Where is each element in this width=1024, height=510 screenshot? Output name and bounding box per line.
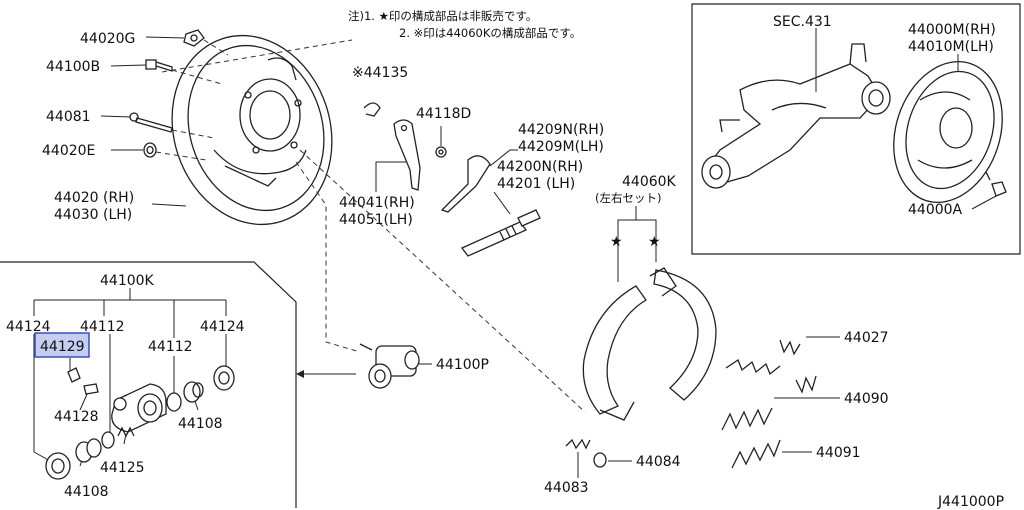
- arrow-head: [296, 370, 304, 378]
- cup-44112-left: [101, 431, 115, 449]
- boot-44124-left: [45, 452, 71, 480]
- spring-44083: [565, 438, 591, 450]
- backing-plate: [171, 34, 333, 226]
- label-44201-lh[interactable]: 44201 (LH): [497, 176, 575, 192]
- label-44020E[interactable]: 44020E: [42, 143, 95, 159]
- label-44209M-lh[interactable]: 44209M(LH): [518, 139, 604, 155]
- star-mark-right: ★: [648, 234, 661, 250]
- label-44020-rh[interactable]: 44020 (RH): [54, 190, 134, 206]
- spring-44125: [117, 426, 135, 438]
- piston-44108-left: [75, 438, 102, 463]
- label-44081[interactable]: 44081: [46, 109, 91, 125]
- note-line-1: 注)1. ★印の構成部品は非販売です。: [348, 9, 537, 23]
- spring-44027: [725, 339, 801, 376]
- leader-44060K: [617, 219, 657, 282]
- leader-44100B: [110, 64, 147, 67]
- inset-frame-axle: [691, 3, 1021, 255]
- spring-44090: [721, 375, 817, 431]
- label-44128[interactable]: 44128: [54, 409, 99, 425]
- part-44020G: [183, 29, 205, 47]
- diagram-id: J441000P: [937, 494, 1004, 510]
- label-44112-right[interactable]: 44112: [148, 339, 193, 355]
- label-44124-left[interactable]: 44124: [6, 319, 51, 335]
- leader-44000A: [971, 195, 997, 210]
- inset-frame-wheel-cylinder: [0, 261, 297, 508]
- highlight-44129[interactable]: [34, 332, 90, 358]
- label-44112-left[interactable]: 44112: [80, 319, 125, 335]
- leader-44020: [151, 203, 187, 207]
- part-44118D-washer: [435, 146, 447, 158]
- label-44051-lh[interactable]: 44051(LH): [339, 212, 413, 228]
- part-44081-pin: [129, 112, 173, 133]
- star-mark-left: ★: [610, 234, 623, 250]
- label-44118D[interactable]: 44118D: [416, 106, 471, 122]
- label-44083[interactable]: 44083: [544, 480, 589, 496]
- label-44010M-lh[interactable]: 44010M(LH): [908, 39, 994, 55]
- retainer-44084: [593, 452, 607, 468]
- leader-44209N: [489, 149, 518, 167]
- label-sec431[interactable]: SEC.431: [773, 14, 832, 30]
- piston-44108-right: [183, 381, 204, 403]
- part-44209N-link: [440, 155, 491, 213]
- label-44200N-rh[interactable]: 44200N(RH): [497, 159, 583, 175]
- part-44200N-adjuster: [460, 209, 541, 257]
- leader-44020G: [145, 36, 185, 39]
- bolt-44000A: [985, 171, 1007, 197]
- label-44020G[interactable]: 44020G: [80, 31, 135, 47]
- boot-44124-right: [213, 365, 235, 391]
- label-44209N-rh[interactable]: 44209N(RH): [518, 122, 604, 138]
- label-44060K-set: (左右セット): [595, 191, 661, 205]
- bleeder-44128: [83, 383, 99, 395]
- label-44129[interactable]: 44129: [40, 339, 85, 355]
- wheel-cylinder-44100P: [359, 343, 420, 389]
- label-44108-left[interactable]: 44108: [64, 484, 109, 500]
- leader-44200N: [493, 191, 511, 215]
- brake-shoe-right: [649, 267, 717, 401]
- spring-44091: [731, 439, 781, 469]
- label-44000M-rh[interactable]: 44000M(RH): [908, 22, 996, 38]
- label-44100P[interactable]: 44100P: [436, 357, 489, 373]
- part-44135-clip: [363, 102, 381, 117]
- label-44000A[interactable]: 44000A: [908, 202, 963, 218]
- label-44090[interactable]: 44090: [844, 391, 889, 407]
- brake-drum-assembly: [893, 61, 1003, 203]
- label-44125[interactable]: 44125: [100, 460, 145, 476]
- leader-44041: [375, 161, 406, 192]
- note-line-2: 2. ※印は44060Kの構成部品です。: [399, 26, 581, 40]
- label-44135[interactable]: ※44135: [352, 65, 408, 81]
- label-44124-right[interactable]: 44124: [200, 319, 245, 335]
- label-44041-rh[interactable]: 44041(RH): [339, 195, 415, 211]
- part-44041-lever: [393, 119, 421, 191]
- label-44100B[interactable]: 44100B: [46, 59, 100, 75]
- leader-44081: [100, 115, 131, 118]
- cup-44112-right: [166, 392, 182, 412]
- cap-44129: [67, 367, 81, 383]
- label-44030-lh[interactable]: 44030 (LH): [54, 207, 132, 223]
- part-44100B-bolt: [145, 59, 173, 72]
- label-44084[interactable]: 44084: [636, 454, 681, 470]
- label-44027[interactable]: 44027: [844, 330, 889, 346]
- part-44020E-cap: [143, 142, 157, 158]
- cylinder-body: [111, 383, 167, 433]
- label-44108-right[interactable]: 44108: [178, 416, 223, 432]
- label-44060K[interactable]: 44060K: [622, 174, 677, 190]
- axle-beam: [701, 43, 891, 189]
- label-44091[interactable]: 44091: [816, 445, 861, 461]
- brake-shoe-left: [582, 285, 647, 421]
- label-44100K[interactable]: 44100K: [100, 273, 155, 289]
